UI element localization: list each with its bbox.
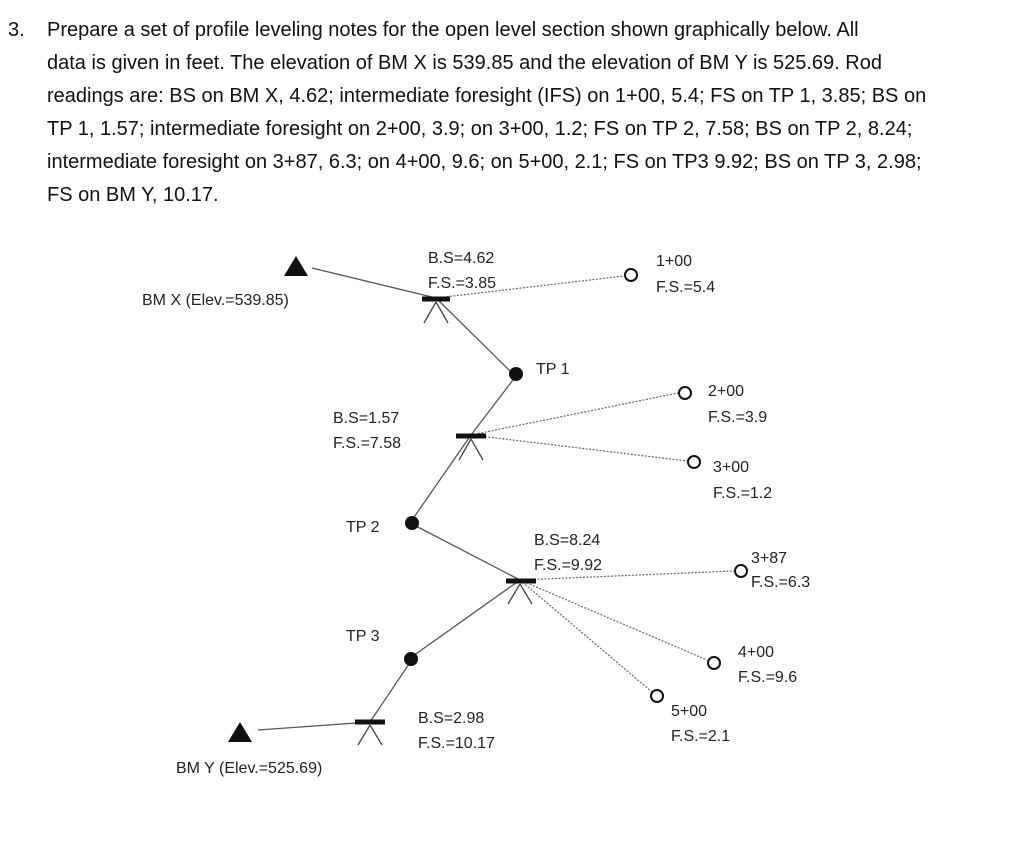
instrument-setup-icon <box>456 433 486 461</box>
bm-x-label: BM X (Elev.=539.85) <box>142 292 289 309</box>
station-4-00-label: 4+00 <box>738 644 774 661</box>
problem-line: Prepare a set of profile leveling notes … <box>47 19 859 41</box>
backsight-line-tp2 <box>411 523 521 581</box>
station-circle-icon <box>678 386 692 400</box>
turning-point-dot-icon <box>509 367 523 381</box>
station-1-00-label: 1+00 <box>656 253 692 270</box>
station-4-00-fs-label: F.S.=9.6 <box>738 669 797 686</box>
tp1-label: TP 1 <box>536 361 570 378</box>
station-3-87-fs-label: F.S.=6.3 <box>751 574 810 591</box>
foresight-line-tp2 <box>409 434 472 524</box>
setup2-bs-label: B.S=1.57 <box>333 410 399 427</box>
foresight-line-tp1 <box>435 297 511 372</box>
instrument-setup-icon <box>355 719 385 746</box>
station-circle-icon <box>650 689 664 703</box>
bm-y-label: BM Y (Elev.=525.69) <box>176 760 322 777</box>
problem-line: FS on BM Y, 10.17. <box>47 184 219 206</box>
problem-line: intermediate foresight on 3+87, 6.3; on … <box>47 151 922 173</box>
turning-point-dot-icon <box>404 652 418 666</box>
ifs-line-5-00 <box>519 579 653 693</box>
setup1-fs-label: F.S.=3.85 <box>428 275 496 292</box>
backsight-line-tp1 <box>470 375 517 436</box>
setup4-fs-label: F.S.=10.17 <box>418 735 495 752</box>
setup4-bs-label: B.S=2.98 <box>418 710 484 727</box>
station-3-00-label: 3+00 <box>713 459 749 476</box>
backsight-line-bmx <box>311 267 437 299</box>
benchmark-triangle-icon <box>284 256 308 276</box>
setup2-fs-label: F.S.=7.58 <box>333 435 401 452</box>
turning-point-dot-icon <box>405 516 419 530</box>
instrument-setup-icon <box>422 296 450 324</box>
setup3-bs-label: B.S=8.24 <box>534 532 600 549</box>
station-circle-icon <box>707 656 721 670</box>
ifs-line-2-00 <box>470 392 679 436</box>
benchmark-triangle-icon <box>228 722 252 742</box>
station-5-00-label: 5+00 <box>671 703 707 720</box>
station-2-00-fs-label: F.S.=3.9 <box>708 409 767 426</box>
ifs-line-1-00 <box>435 275 625 299</box>
problem-line: readings are: BS on BM X, 4.62; intermed… <box>47 85 927 107</box>
station-circle-icon <box>624 268 638 282</box>
station-2-00-label: 2+00 <box>708 383 744 400</box>
station-circle-icon <box>734 564 748 578</box>
ifs-line-3-00 <box>470 434 688 462</box>
station-circle-icon <box>687 455 701 469</box>
problem-line: data is given in feet. The elevation of … <box>47 52 882 74</box>
ifs-line-3-87 <box>519 570 735 581</box>
backsight-line-tp3 <box>369 660 412 723</box>
station-1-00-fs-label: F.S.=5.4 <box>656 279 715 296</box>
instrument-setup-icon <box>506 578 536 605</box>
station-3-87-label: 3+87 <box>751 550 787 567</box>
station-3-00-fs-label: F.S.=1.2 <box>713 485 772 502</box>
problem-line: TP 1, 1.57; intermediate foresight on 2+… <box>47 118 913 140</box>
problem-number: 3. <box>8 19 25 41</box>
tp2-label: TP 2 <box>346 519 380 536</box>
foresight-line-tp3 <box>412 579 521 657</box>
station-5-00-fs-label: F.S.=2.1 <box>671 728 730 745</box>
ifs-line-4-00 <box>519 579 708 661</box>
tp3-label: TP 3 <box>346 628 380 645</box>
setup3-fs-label: F.S.=9.92 <box>534 557 602 574</box>
foresight-line-bmy <box>257 721 371 731</box>
problem-text: Prepare a set of profile leveling notes … <box>47 14 997 212</box>
setup1-bs-label: B.S=4.62 <box>428 250 494 267</box>
